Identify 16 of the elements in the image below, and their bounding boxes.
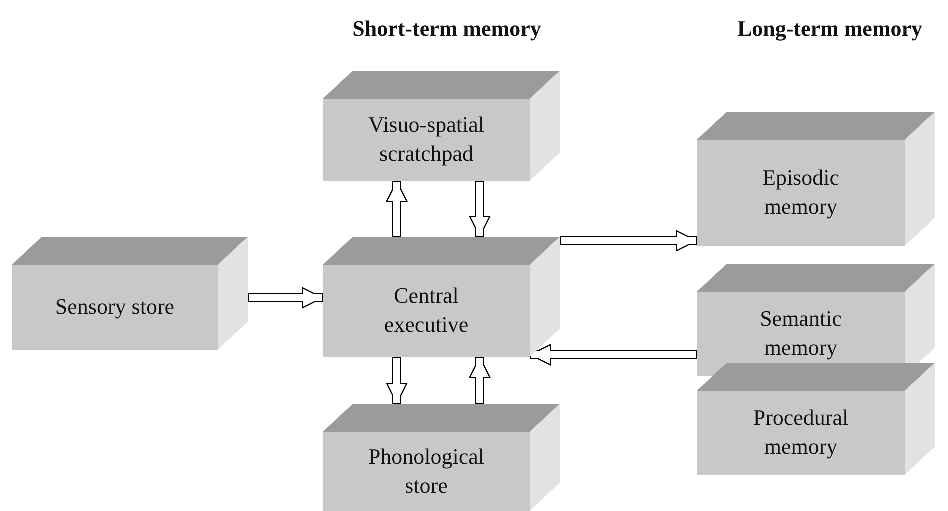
block-arrow [529, 344, 697, 366]
column-heading: Short-term memory [352, 16, 542, 42]
box-label: Visuo-spatial scratchpad [368, 111, 486, 168]
column-heading: Long-term memory [737, 16, 923, 42]
box-label: Central executive [383, 282, 470, 339]
block-arrow [248, 287, 324, 309]
box-label: Episodic memory [762, 164, 840, 221]
block-arrow [469, 356, 491, 404]
block-arrow [560, 230, 698, 252]
block-arrow [386, 357, 408, 405]
box-label: Semantic memory [759, 305, 843, 362]
box-label: Sensory store [55, 293, 175, 322]
block-arrow [469, 181, 491, 238]
box-label: Phonological store [367, 442, 486, 500]
box-label: Procedural memory [752, 404, 850, 461]
block-arrow [386, 180, 408, 237]
